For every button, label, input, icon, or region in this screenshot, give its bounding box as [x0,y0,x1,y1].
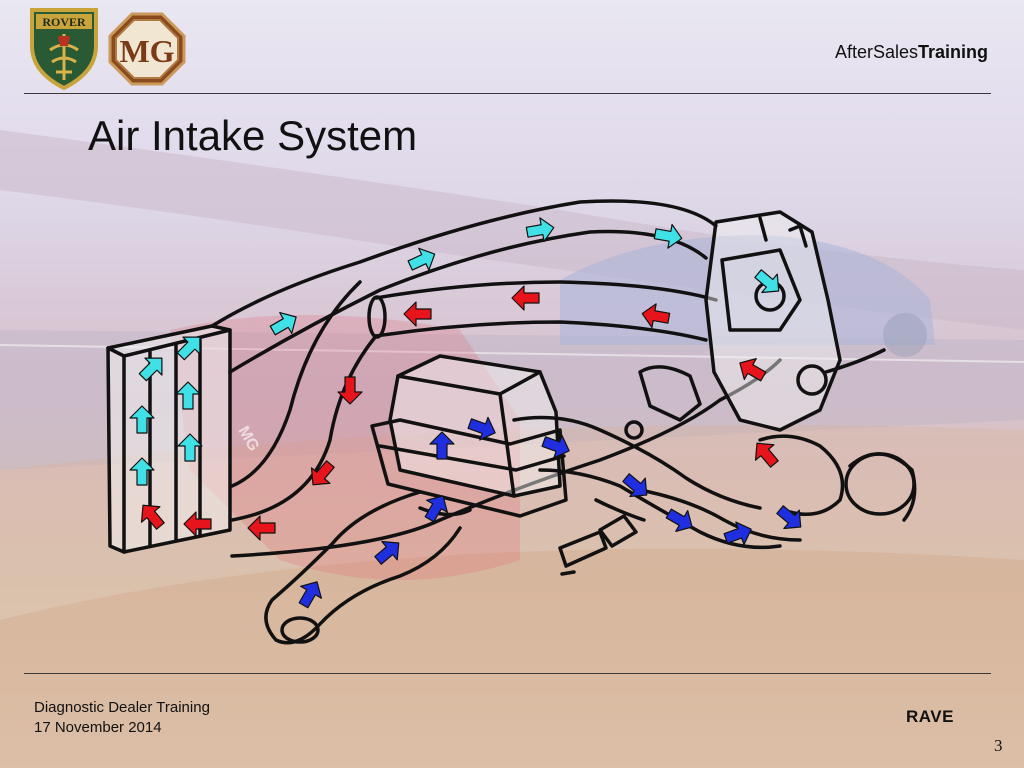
mg-logo: MG [108,12,186,86]
slide-title: Air Intake System [88,112,418,159]
footer-date: 17 November 2014 [34,719,162,736]
turbocharger [624,210,917,522]
brand-label: AfterSalesTraining [835,42,988,63]
brand-label-regular: AfterSales [834,42,918,62]
intercooler [106,324,232,554]
footer-course-name: Diagnostic Dealer Training [34,699,210,716]
footer-divider [24,673,991,674]
header-divider [24,93,991,94]
rover-logo-text: ROVER [42,15,86,29]
brand-label-bold: Training [917,42,988,62]
rover-logo: ROVER [30,8,98,90]
air-filter-box [370,354,568,518]
rave-label: RAVE [906,707,954,726]
page-number: 3 [994,736,1003,755]
car-badge-text: MG [235,424,263,455]
mg-logo-text: MG [119,33,174,69]
